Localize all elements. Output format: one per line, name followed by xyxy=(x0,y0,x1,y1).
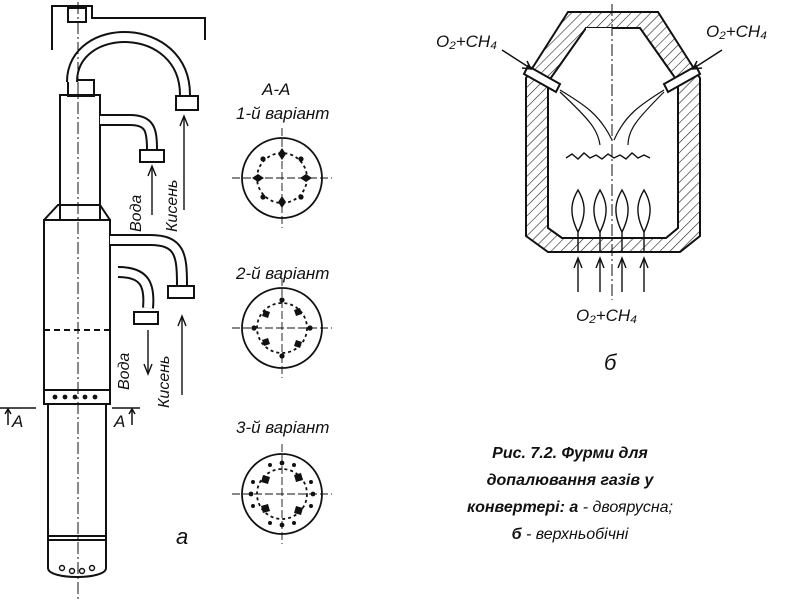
gas-label-left: O₂+CH₄ xyxy=(436,32,498,51)
section-variant-3 xyxy=(232,444,332,544)
side-jets xyxy=(559,89,665,146)
figure-b-letter: б xyxy=(604,350,617,375)
converter xyxy=(501,4,723,300)
lance-tip xyxy=(47,536,107,578)
caption-a-text: - двоярусна; xyxy=(578,499,673,516)
caption-line-1: Рис. 7.2. Фурми для xyxy=(492,445,648,462)
lance-upper-cap xyxy=(67,79,95,97)
variant-1-label: 1-й варіант xyxy=(236,104,330,123)
lower-water-flange xyxy=(133,311,159,325)
bottom-tuyeres xyxy=(577,232,645,252)
upper-oxygen-flange xyxy=(175,95,199,111)
lower-oxygen-label: Кисень xyxy=(156,355,173,408)
section-mark-left-label: A xyxy=(12,412,24,431)
caption-line-2: допалювання газів у xyxy=(486,472,654,489)
caption-b-text: - верхньобічні xyxy=(521,526,629,543)
bottom-flames xyxy=(571,188,651,234)
variant-2-label: 2-й варіант xyxy=(236,264,330,283)
variant-3-label: 3-й варіант xyxy=(236,418,330,437)
converter-cavity xyxy=(547,27,679,239)
gas-arrow-left xyxy=(501,49,531,69)
bath-surface xyxy=(565,152,651,160)
lance-lower-barrel xyxy=(47,403,107,537)
side-tuyere-right xyxy=(662,64,702,94)
section-variant-2 xyxy=(232,278,332,378)
lance-shoulder xyxy=(43,204,111,221)
gas-arrow-right xyxy=(693,49,723,69)
gas-label-right: O₂+CH₄ xyxy=(706,22,768,41)
lower-water-label: Вода xyxy=(116,352,133,390)
figure-a-letter: а xyxy=(176,524,189,549)
section-mark-right-label: A xyxy=(114,412,126,431)
section-variant-1 xyxy=(232,128,332,228)
lance-top-bracket xyxy=(51,5,206,50)
gas-label-bottom: O₂+CH₄ xyxy=(576,306,638,325)
section-label: A-A xyxy=(262,80,291,99)
lance-upper-body xyxy=(59,94,101,221)
caption-a-letter: а xyxy=(569,499,579,516)
lance-top-box xyxy=(67,7,87,23)
lance-middle-body xyxy=(43,219,111,391)
caption-b-letter: б xyxy=(511,526,522,543)
side-tuyere-left xyxy=(522,64,562,94)
bottom-arrows xyxy=(573,256,649,292)
upper-water-flange xyxy=(139,149,165,163)
upper-oxygen-label: Кисень xyxy=(164,179,181,232)
caption-line-3: конвертері: xyxy=(467,499,565,516)
upper-water-label: Вода xyxy=(128,194,145,232)
lower-oxygen-flange xyxy=(167,285,195,299)
figure-caption: Рис. 7.2. Фурми для допалювання газів у … xyxy=(420,440,720,548)
two-tier-lance xyxy=(0,2,206,600)
